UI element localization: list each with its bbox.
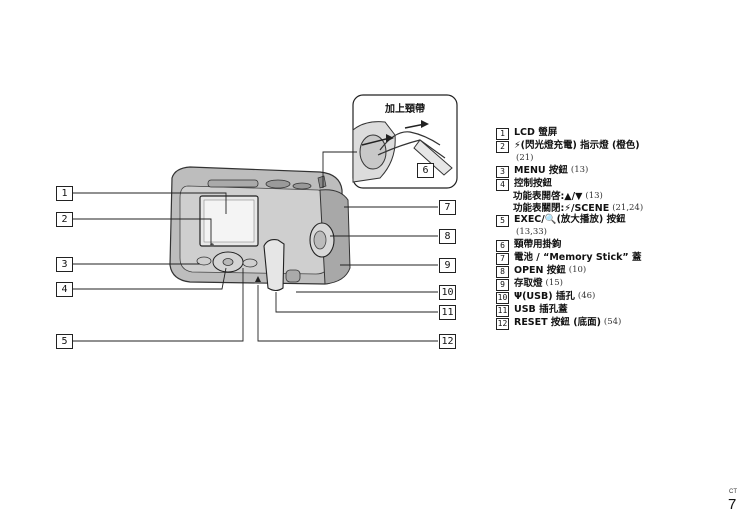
callout-5: 5 (56, 334, 73, 349)
legend-item-continuation: (21) (516, 153, 534, 163)
page-language-code: CT (729, 489, 737, 495)
callout-2: 2 (56, 212, 73, 227)
callout-7: 7 (439, 200, 456, 215)
page-number: 7 (728, 496, 737, 513)
leader-lines (71, 151, 438, 342)
callout-11: 11 (439, 305, 456, 320)
callout-4: 4 (56, 282, 73, 297)
callout-3: 3 (56, 257, 73, 272)
callout-12: 12 (439, 334, 456, 349)
callout-10: 10 (439, 285, 456, 300)
inset-title: 加上頸帶 (385, 104, 425, 115)
callout-6: 6 (417, 163, 434, 178)
legend-subitem: 功能表關閉:⚡/SCENE(21,24) (513, 202, 644, 214)
callout-9: 9 (439, 258, 456, 273)
legend-item: 2⚡(閃光燈充電) 指示燈 (橙色) (496, 140, 741, 153)
camera-illustration (169, 166, 351, 292)
legend-item-continuation: (13,33) (516, 227, 547, 238)
strap-inset-illustration (352, 120, 453, 183)
callout-1: 1 (56, 186, 73, 201)
legend-subitem: 功能表開啓:▲/▼(13) (513, 190, 603, 202)
callout-8: 8 (439, 229, 456, 244)
